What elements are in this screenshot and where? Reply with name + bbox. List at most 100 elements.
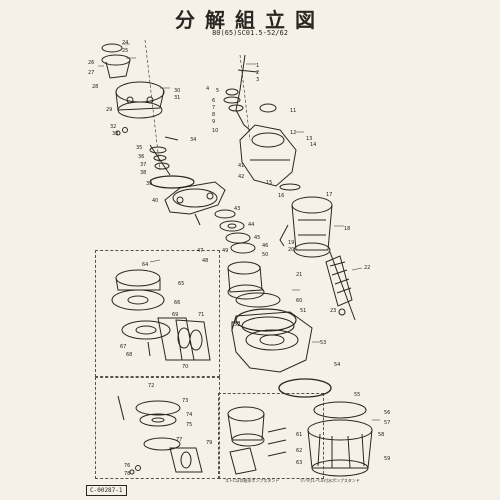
part-label-2: 2 [256,70,260,76]
part-label-20: 20 [288,247,295,253]
part-label-43: 43 [234,206,241,212]
strainer-55 [308,402,372,476]
cable-assembly [224,55,276,130]
part-label-46: 46 [262,243,269,249]
part-label-75: 75 [186,422,193,428]
leader-lines [98,44,380,420]
part-label-72: 72 [148,383,155,389]
left-stand-kit-box [95,377,220,479]
part-label-9: 9 [212,119,216,125]
rotor-21 [326,252,355,320]
part-label-60: 60 [296,298,303,304]
stator-18 [280,197,332,257]
part-label-41: 41 [238,163,245,169]
fasteners-left [116,128,178,176]
motor-frame-12 [240,125,300,190]
bracket-40 [165,182,225,225]
part-label-39: 39 [146,181,153,187]
part-label-32: 32 [110,124,117,130]
part-label-50: 50 [262,252,269,258]
part-label-40: 40 [152,198,159,204]
part-label-66: 66 [174,300,181,306]
part-label-36: 36 [138,154,145,160]
right-stand-kit [228,407,286,474]
part-label-35: 35 [136,145,143,151]
part-label-58: 58 [378,432,385,438]
part-label-28: 28 [92,84,99,90]
stand-flange-64-65 [112,270,210,360]
part-label-61: 61 [296,432,303,438]
part-label-3: 3 [256,77,260,83]
part-label-69: 69 [172,312,179,318]
right-stand-kit-box [218,393,324,479]
part-label-59: 59 [384,456,391,462]
part-label-16: 16 [278,193,285,199]
part-label-47: 47 [197,248,204,254]
part-label-79: 79 [206,440,213,446]
part-label-1: 1 [256,63,260,69]
part-label-33: 33 [112,131,119,137]
left-stand-kit [118,396,202,474]
part-label-55: 55 [354,392,361,398]
part-label-77: 77 [176,437,183,443]
part-label-51: 51 [300,308,307,314]
part-label-62: 62 [296,448,303,454]
left-kit-caption: ストロ2の給水ポンプスタンド [225,478,280,483]
part-label-37: 37 [140,162,147,168]
part-label-15: 15 [266,180,273,186]
part-label-67: 67 [120,344,127,350]
part-label-34: 34 [190,137,197,143]
stand-assembly-box [95,250,220,377]
part-label-17: 17 [326,192,333,198]
part-label-7: 7 [212,105,216,111]
part-label-65: 65 [178,281,185,287]
part-label-24: 24 [122,40,129,46]
part-label-57: 57 [384,420,391,426]
part-label-8: 8 [212,112,216,118]
part-label-13: 13 [306,136,313,142]
gasket-ring-54 [279,379,331,397]
part-label-21: 21 [296,272,303,278]
part-label-26: 26 [88,60,95,66]
top-cover-assembly [102,44,164,118]
diagram-title: 分解組立図 [175,8,325,32]
part-label-71: 71 [198,312,205,318]
part-label-19: 19 [288,240,295,246]
part-label-4: 4 [206,86,210,92]
part-label-48: 48 [202,258,209,264]
part-label-74: 74 [186,412,193,418]
part-label-23: 23 [330,308,337,314]
part-label-73: 73 [182,398,189,404]
part-label-54: 54 [334,362,341,368]
part-label-42: 42 [238,174,245,180]
part-label-52: 52 [234,322,241,328]
part-label-18: 18 [344,226,351,232]
part-label-25: 25 [122,48,129,54]
part-label-38: 38 [140,170,147,176]
part-label-45: 45 [254,235,261,241]
drawing-code-label: C-00287-1 [86,485,127,496]
part-label-22: 22 [364,265,371,271]
o-ring-39 [150,176,194,188]
part-label-44: 44 [248,222,255,228]
part-label-31: 31 [174,95,181,101]
part-label-70: 70 [182,364,189,370]
part-label-76: 76 [124,463,131,469]
part-label-14: 14 [310,142,317,148]
right-kit-caption: ツバ付レベル付水ポンプスタンド [300,478,360,483]
part-label-78: 78 [124,471,131,477]
part-label-11: 11 [290,108,297,114]
part-label-68: 68 [126,352,133,358]
part-label-56: 56 [384,410,391,416]
part-label-6: 6 [212,98,216,104]
part-label-27: 27 [88,70,95,76]
part-label-10: 10 [212,128,219,134]
part-label-64: 64 [142,262,149,268]
part-label-12: 12 [290,130,297,136]
part-label-49: 49 [222,248,229,254]
part-label-53: 53 [320,340,327,346]
part-label-30: 30 [174,88,181,94]
part-label-63: 63 [296,460,303,466]
